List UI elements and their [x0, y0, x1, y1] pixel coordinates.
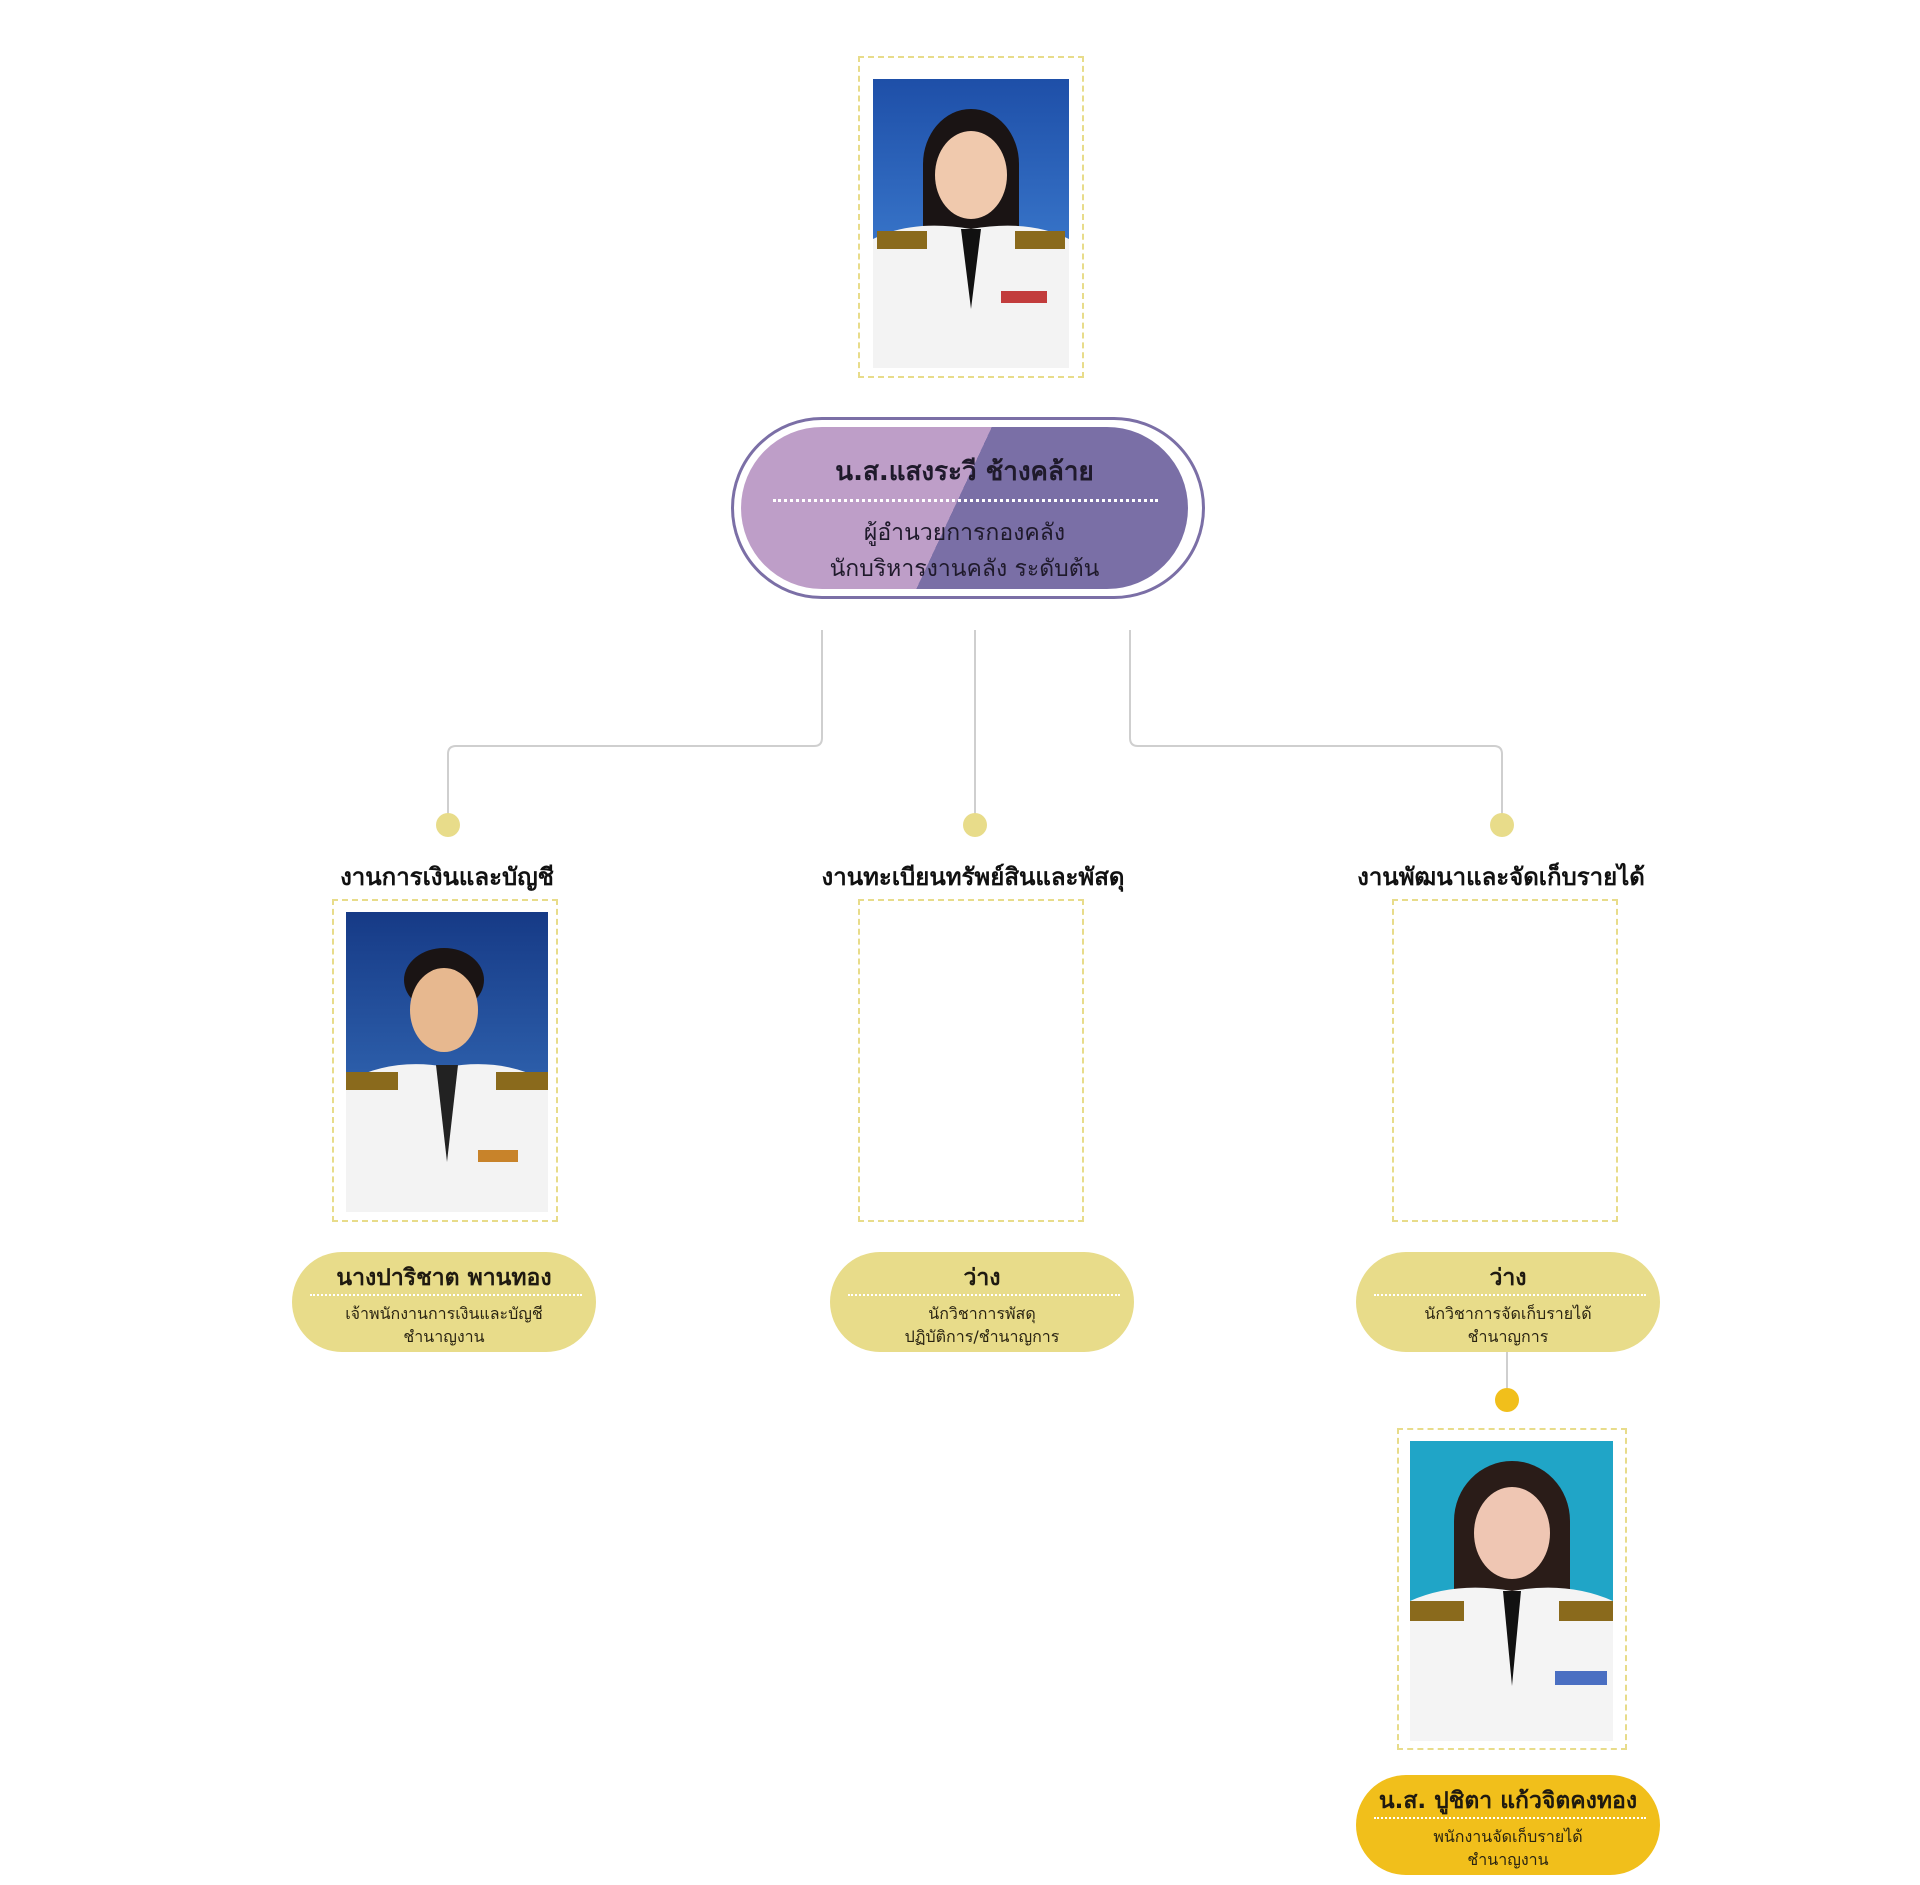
- director-name: น.ส.แสงระวี ช้างคล้าย: [835, 457, 1094, 487]
- node-dot-revenue: [1490, 813, 1514, 837]
- director-card: น.ส.แสงระวี ช้างคล้าย ผู้อำนวยการกองคลัง…: [741, 427, 1188, 589]
- revenue-staff-level: ชำนาญการ: [1467, 1327, 1549, 1346]
- finance-staff-card: นางปาริชาต พานทอง เจ้าพนักงานการเงินและบ…: [292, 1252, 596, 1352]
- supplies-staff-name: ว่าง: [963, 1265, 1001, 1291]
- revenue-vacant-photo-frame: [1392, 899, 1618, 1222]
- supplies-staff-card: ว่าง นักวิชาการพัสดุ ปฏิบัติการ/ชำนาญการ: [830, 1252, 1134, 1352]
- dept-title-revenue: งานพัฒนาและจัดเก็บรายได้: [1357, 863, 1645, 891]
- supplies-staff-level: ปฏิบัติการ/ชำนาญการ: [904, 1327, 1060, 1346]
- finance-staff-level: ชำนาญงาน: [403, 1327, 485, 1346]
- node-dot-supplies: [963, 813, 987, 837]
- finance-staff-position: เจ้าพนักงานการเงินและบัญชี: [345, 1304, 543, 1323]
- director-photo: [873, 79, 1069, 368]
- director-photo-frame: [858, 56, 1084, 378]
- revenue-staff-position: นักวิชาการจัดเก็บรายได้: [1424, 1304, 1592, 1323]
- subordinate-position: พนักงานจัดเก็บรายได้: [1433, 1827, 1583, 1846]
- subordinate-photo: [1410, 1441, 1613, 1741]
- finance-photo: [346, 912, 548, 1212]
- node-dot-finance: [436, 813, 460, 837]
- director-separator: [773, 499, 1158, 502]
- director-rank: นักบริหารงานคลัง ระดับต้น: [829, 556, 1100, 582]
- subordinate-card: น.ส. ปูชิตา แก้วจิตคงทอง พนักงานจัดเก็บร…: [1356, 1775, 1660, 1875]
- subordinate-level: ชำนาญงาน: [1467, 1850, 1549, 1869]
- subordinate-separator: [1374, 1817, 1646, 1819]
- subordinate-name: น.ส. ปูชิตา แก้วจิตคงทอง: [1378, 1788, 1638, 1814]
- supplies-staff-separator: [848, 1294, 1120, 1296]
- finance-staff-name: นางปาริชาต พานทอง: [336, 1265, 552, 1291]
- director-title: ผู้อำนวยการกองคลัง: [863, 520, 1066, 546]
- finance-staff-separator: [310, 1294, 582, 1296]
- dept-title-finance: งานการเงินและบัญชี: [340, 863, 554, 891]
- revenue-staff-separator: [1374, 1294, 1646, 1296]
- revenue-staff-name: ว่าง: [1489, 1265, 1527, 1291]
- node-dot-subordinate: [1495, 1388, 1519, 1412]
- revenue-staff-card: ว่าง นักวิชาการจัดเก็บรายได้ ชำนาญการ: [1356, 1252, 1660, 1352]
- supplies-vacant-photo-frame: [858, 899, 1084, 1222]
- finance-photo-frame: [332, 899, 558, 1222]
- dept-title-supplies: งานทะเบียนทรัพย์สินและพัสดุ: [821, 863, 1125, 891]
- subordinate-photo-frame: [1397, 1428, 1627, 1750]
- supplies-staff-position: นักวิชาการพัสดุ: [928, 1304, 1036, 1323]
